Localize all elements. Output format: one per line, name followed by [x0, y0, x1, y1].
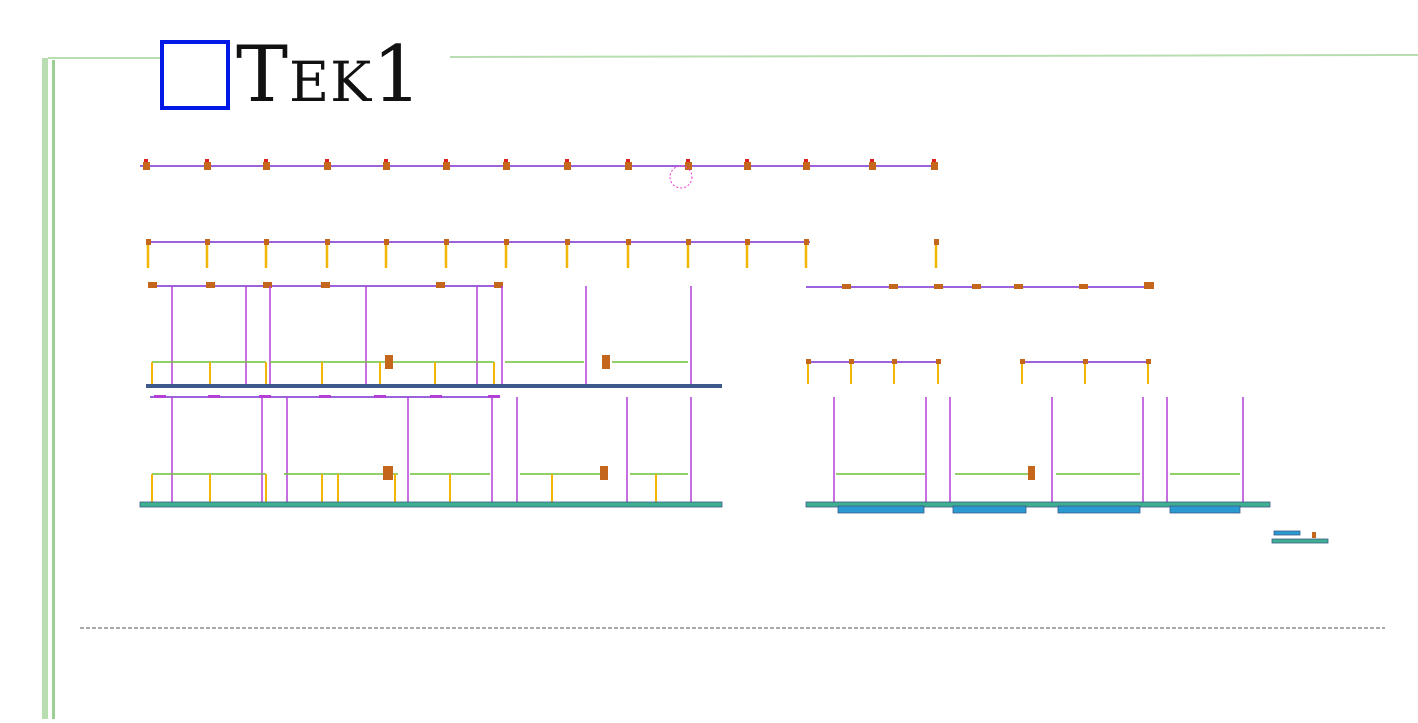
- drop-row2-head-8: [626, 239, 631, 245]
- row3-fitting-2: [263, 282, 272, 288]
- top-valve-node-5: [443, 162, 450, 170]
- lower-manifold-1: [383, 466, 393, 480]
- right-drop-head-4: [1020, 359, 1025, 364]
- top-valve-marker-10: [745, 159, 749, 162]
- top-valve-marker-0: [144, 159, 148, 162]
- row3-fitting-5: [494, 282, 503, 288]
- row4-cap-2: [259, 395, 271, 398]
- drop-row2-head-12: [934, 239, 939, 245]
- right-upper-fitting-2: [934, 284, 943, 289]
- top-valve-node-10: [744, 162, 751, 170]
- top-valve-marker-13: [932, 159, 936, 162]
- top-valve-marker-12: [870, 159, 874, 162]
- right-upper-fitting-0: [842, 284, 851, 289]
- top-valve-node-3: [324, 162, 331, 170]
- frame-top-border-right: [449, 54, 1418, 58]
- top-valve-node-0: [143, 162, 150, 170]
- top-valve-node-11: [803, 162, 810, 170]
- top-valve-marker-7: [565, 159, 569, 162]
- top-valve-node-9: [685, 162, 692, 170]
- top-valve-marker-1: [205, 159, 209, 162]
- detail-tank: [1273, 530, 1301, 536]
- right-upper-fitting-5: [1079, 284, 1088, 289]
- right-drop-head-1: [849, 359, 854, 364]
- drop-row2-head-9: [686, 239, 691, 245]
- row4-cap-5: [430, 395, 442, 398]
- row4-cap-1: [208, 395, 220, 398]
- drop-row2-head-0: [146, 239, 151, 245]
- right-upper-fitting-1: [889, 284, 898, 289]
- top-valve-marker-6: [504, 159, 508, 162]
- detail-fitting: [1312, 532, 1316, 538]
- top-valve-marker-4: [384, 159, 388, 162]
- upper-manifold-2: [602, 355, 610, 369]
- top-valve-node-1: [204, 162, 211, 170]
- drop-row2-head-2: [264, 239, 269, 245]
- right-drop-head-0: [806, 359, 811, 364]
- detail-bar: [1271, 538, 1329, 544]
- drop-row2-head-11: [804, 239, 809, 245]
- top-valve-marker-5: [444, 159, 448, 162]
- pump-circle-symbol: [669, 165, 693, 189]
- top-valve-node-7: [564, 162, 571, 170]
- tank-4: [1169, 505, 1241, 514]
- top-valve-node-4: [383, 162, 390, 170]
- row4-cap-0: [154, 395, 166, 398]
- row4-cap-3: [319, 395, 331, 398]
- sheet-title: Tek1: [160, 30, 423, 120]
- frame-left-border: [42, 58, 48, 719]
- row3-fitting-4: [436, 282, 445, 288]
- top-valve-marker-3: [325, 159, 329, 162]
- row4-cap-6: [488, 395, 500, 398]
- main-bar-upper: [146, 384, 722, 388]
- tank-1: [837, 505, 925, 514]
- row3-fitting-3: [321, 282, 330, 288]
- drop-row2-head-7: [565, 239, 570, 245]
- drop-row2-head-10: [745, 239, 750, 245]
- top-valve-node-8: [625, 162, 632, 170]
- tank-2: [952, 505, 1027, 514]
- top-valve-node-13: [931, 162, 938, 170]
- frame-left-inner-border: [52, 60, 55, 719]
- top-valve-marker-8: [626, 159, 630, 162]
- tank-3: [1057, 505, 1141, 514]
- drop-row2-head-3: [325, 239, 330, 245]
- upper-manifold-1: [385, 355, 393, 369]
- main-bar-lower-left: [139, 501, 723, 508]
- right-manifold: [1028, 466, 1035, 480]
- drop-row2-head-6: [504, 239, 509, 245]
- drop-row2-head-4: [384, 239, 389, 245]
- right-upper-end-cap: [1144, 282, 1154, 289]
- top-valve-node-2: [263, 162, 270, 170]
- top-valve-marker-9: [686, 159, 690, 162]
- drop-row2-head-1: [205, 239, 210, 245]
- row3-fitting-0: [148, 282, 157, 288]
- right-drop-head-3: [936, 359, 941, 364]
- right-drop-head-5: [1083, 359, 1088, 364]
- main-bar-lower-right: [805, 501, 1271, 508]
- blue-square-icon: [160, 40, 230, 110]
- row3-fitting-1: [206, 282, 215, 288]
- right-drop-head-2: [892, 359, 897, 364]
- top-valve-marker-2: [264, 159, 268, 162]
- right-upper-fitting-4: [1014, 284, 1023, 289]
- lower-manifold-2: [600, 466, 608, 480]
- row4-cap-4: [374, 395, 386, 398]
- top-valve-node-6: [503, 162, 510, 170]
- sheet-title-text: Tek1: [236, 30, 423, 120]
- top-valve-node-12: [869, 162, 876, 170]
- right-upper-fitting-3: [972, 284, 981, 289]
- top-valve-marker-11: [804, 159, 808, 162]
- right-drop-head-6: [1146, 359, 1151, 364]
- drop-row2-head-5: [444, 239, 449, 245]
